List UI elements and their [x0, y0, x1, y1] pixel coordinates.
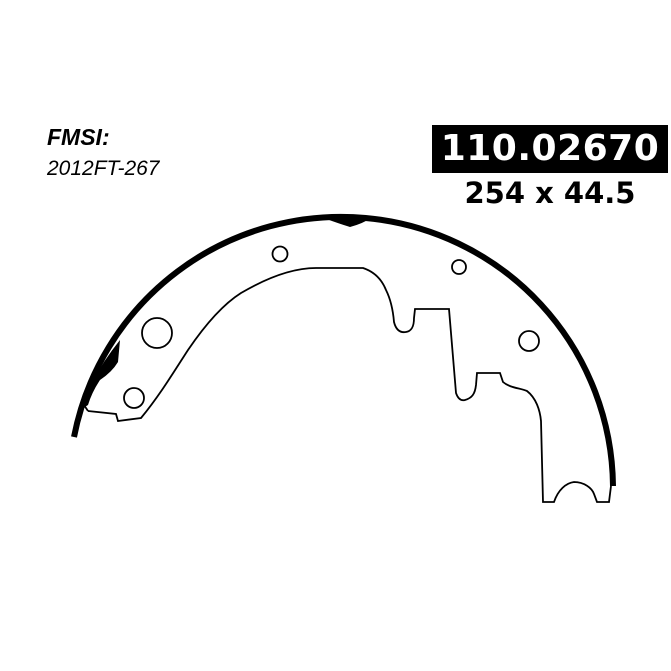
web-left-edge — [83, 404, 89, 412]
fmsi-label: FMSI: — [47, 124, 110, 150]
dimensions-label: 254 x 44.5 — [464, 176, 636, 210]
hole-top-right — [451, 259, 467, 275]
lining-bump — [318, 216, 375, 227]
hole-top-left — [271, 245, 289, 263]
part-number-badge: 110.02670 — [432, 125, 668, 173]
fmsi-code: 2012FT-267 — [47, 157, 160, 180]
shoe-web — [87, 267, 612, 503]
hole-large — [141, 317, 173, 349]
hole-right — [518, 330, 540, 352]
lining-end-block — [80, 340, 120, 410]
hole-lower-left — [123, 387, 145, 409]
